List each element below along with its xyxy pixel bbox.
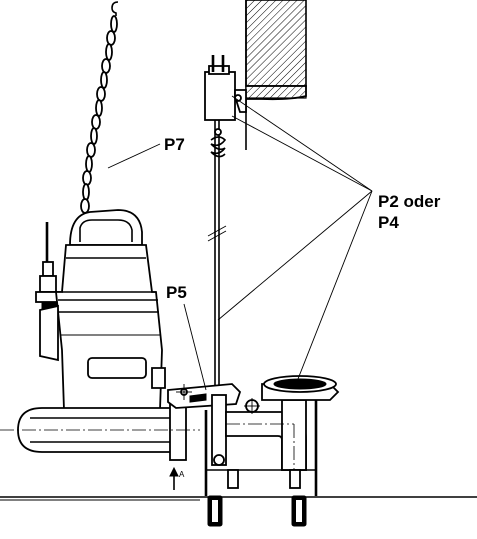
guide-claw [167, 383, 242, 409]
callout-p2-line2: P4 [378, 213, 399, 232]
section-mark-label: A [179, 470, 185, 479]
section-mark: A [169, 466, 185, 490]
callout-leaders [107, 95, 373, 391]
callout-p5: P5 [166, 283, 187, 302]
callout-p7: P7 [164, 135, 185, 154]
callout-p2-line1: P2 oder [378, 192, 441, 211]
base-frame [204, 400, 318, 527]
upper-bracket [204, 55, 247, 121]
floor-line [0, 496, 477, 501]
pump-body [0, 209, 200, 461]
wall-section [245, 0, 307, 150]
guide-rail [207, 120, 227, 395]
lifting-chain [80, 1, 119, 214]
